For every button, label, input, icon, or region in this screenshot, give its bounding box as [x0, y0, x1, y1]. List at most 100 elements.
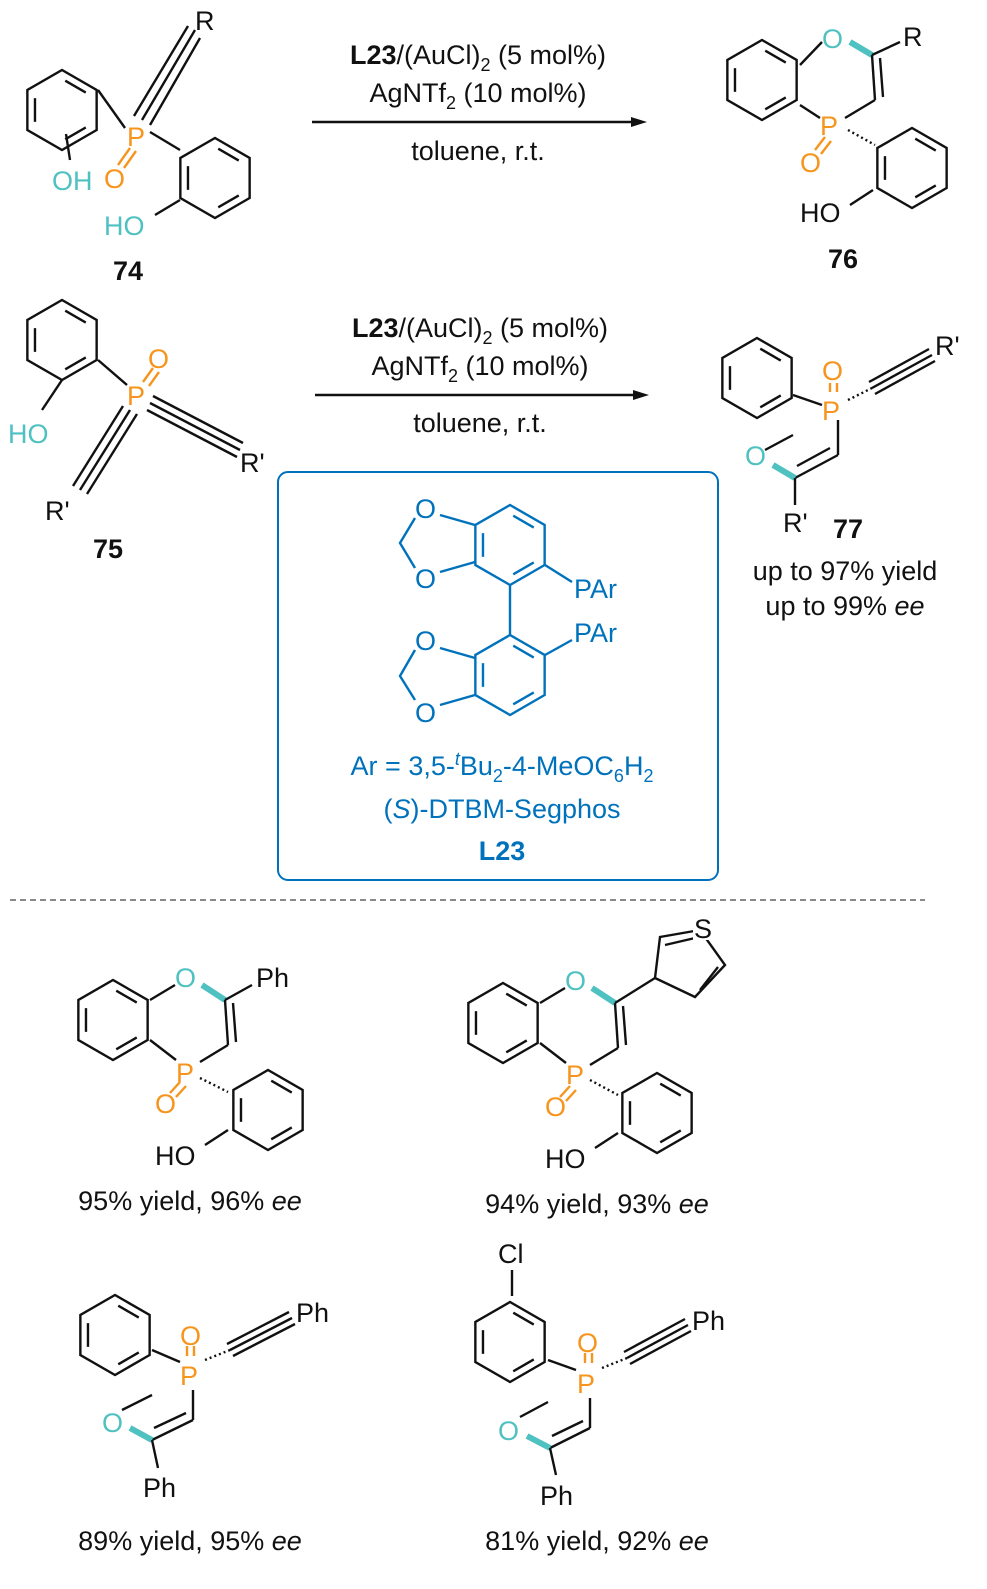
- oxide-oxygen: O: [577, 1328, 598, 1358]
- hydroxyl-label: HO: [8, 419, 49, 449]
- reaction1-conditions: L23/(AuCl)2 (5 mol%) AgNTf2 (10 mol%) to…: [312, 40, 647, 166]
- ring-oxygen: O: [498, 1416, 519, 1446]
- oxide-oxygen: O: [155, 1089, 176, 1119]
- substrate-75: P O HO R' R' 75: [8, 344, 265, 564]
- substituent: Ph: [540, 1481, 573, 1511]
- aromatic-bond: [217, 147, 240, 162]
- benzene-ring: [721, 336, 793, 420]
- compound-label: 75: [93, 534, 123, 564]
- benzene-ring: [474, 503, 546, 587]
- r-group: R: [903, 22, 923, 52]
- oxide-oxygen: O: [545, 1092, 566, 1122]
- aromatic-bond: [764, 96, 787, 111]
- benzene-ring: [621, 1071, 693, 1155]
- oxide-oxygen: O: [822, 356, 843, 386]
- aromatic-bond: [64, 309, 87, 324]
- solvent-text: toluene, r.t.: [411, 136, 545, 166]
- ring-oxygen: O: [102, 1408, 123, 1438]
- benzene-ring: [467, 981, 539, 1065]
- yield-text: 89% yield, 95% ee: [78, 1526, 302, 1556]
- aromatic-bond: [512, 1311, 535, 1326]
- alkyne-substituent: Ph: [692, 1306, 725, 1336]
- aromatic-bond: [217, 194, 240, 209]
- phosphorus-atom: P: [566, 1060, 584, 1090]
- aromatic-bond: [512, 691, 535, 706]
- ar-definition: Ar = 3,5-tBu2-4-MeOC6H2: [351, 749, 654, 786]
- aromatic-bond: [512, 514, 535, 529]
- example-4: Cl P O O Ph Ph 81% yield, 92% ee: [485, 1239, 725, 1556]
- benzene-ring: [232, 1068, 304, 1152]
- phosphorus-atom: P: [127, 381, 145, 411]
- aromatic-bond: [117, 1304, 140, 1319]
- example-2: S O P O HO 94% yield, 93% ee: [485, 912, 727, 1219]
- oxide-oxygen: O: [148, 344, 169, 374]
- compound-label: 74: [113, 256, 143, 286]
- oxide-oxygen: O: [800, 148, 821, 178]
- ligand-code: L23: [479, 836, 526, 866]
- phosphine-label: PAr: [574, 618, 617, 648]
- arrow-head: [631, 117, 647, 127]
- benzene-ring: [179, 136, 251, 220]
- substituent: Ph: [256, 963, 289, 993]
- compound-label: 77: [833, 514, 863, 544]
- r-group: R': [935, 331, 960, 361]
- arrow-head: [633, 390, 649, 400]
- hydroxyl-label: OH: [52, 166, 93, 196]
- benzene-ring: [26, 68, 98, 152]
- phosphorus-atom: P: [176, 1058, 194, 1088]
- oxide-oxygen: O: [104, 164, 125, 194]
- aromatic-bond: [914, 184, 937, 199]
- oxide-oxygen: O: [180, 1321, 201, 1351]
- hydroxyl-label: HO: [545, 1144, 586, 1174]
- aromatic-bond: [659, 1082, 682, 1097]
- hydroxyl-label: HO: [104, 211, 145, 241]
- aromatic-bond: [759, 347, 782, 362]
- benzene-ring: [26, 298, 98, 382]
- hydroxyl-label: HO: [800, 198, 841, 228]
- aromatic-bond: [505, 1039, 528, 1054]
- aromatic-bond: [270, 1126, 293, 1141]
- yield-text: 95% yield, 96% ee: [78, 1186, 302, 1216]
- aromatic-bond: [759, 394, 782, 409]
- example-1: O Ph P O HO 95% yield, 96% ee: [78, 963, 302, 1216]
- r-group: R': [240, 448, 265, 478]
- aromatic-bond: [64, 126, 87, 141]
- product-76: O R P O HO 76: [799, 22, 923, 274]
- benzene-ring: [726, 38, 798, 122]
- yield-text: up to 97% yield: [753, 556, 938, 586]
- ligand-oxygen: O: [415, 698, 436, 728]
- ring-oxygen: O: [745, 441, 766, 471]
- aromatic-bond: [505, 992, 528, 1007]
- ring-oxygen: O: [175, 963, 196, 993]
- yield-text: 94% yield, 93% ee: [485, 1189, 709, 1219]
- benzene-ring: [77, 978, 149, 1062]
- solvent-text: toluene, r.t.: [413, 408, 547, 438]
- r-group: R': [783, 508, 808, 538]
- phosphine-label: PAr: [574, 574, 617, 604]
- benzene-ring: [876, 126, 948, 210]
- substrate-74: R P O OH HO 74: [52, 6, 215, 286]
- phosphorus-atom: P: [822, 396, 840, 426]
- phosphorus-atom: P: [820, 111, 838, 141]
- aromatic-bond: [512, 561, 535, 576]
- ligand-oxygen: O: [415, 626, 436, 656]
- additive-text: AgNTf2 (10 mol%): [371, 351, 588, 386]
- aromatic-bond: [117, 1351, 140, 1366]
- compound-label: 76: [828, 244, 858, 274]
- alkyne-substituent: Ph: [296, 1298, 329, 1328]
- substituent: Ph: [143, 1473, 176, 1503]
- ring-oxygen: O: [565, 966, 586, 996]
- yield-text: 81% yield, 92% ee: [485, 1526, 709, 1556]
- aromatic-bond: [512, 644, 535, 659]
- phosphorus-atom: P: [180, 1361, 198, 1391]
- aromatic-bond: [659, 1129, 682, 1144]
- sulfur-atom: S: [694, 914, 712, 944]
- ligand-name: (S)-DTBM-Segphos: [383, 794, 620, 824]
- aromatic-bond: [115, 989, 138, 1004]
- additive-text: AgNTf2 (10 mol%): [369, 78, 586, 113]
- reaction2-conditions: L23/(AuCl)2 (5 mol%) AgNTf2 (10 mol%) to…: [315, 313, 649, 438]
- ligand-box: O O O O PAr PAr Ar = 3,5-tBu2-4-MeOC6H2 …: [277, 471, 719, 881]
- phosphorus-atom: P: [577, 1369, 595, 1399]
- benzene-ring: [474, 633, 546, 717]
- chloro-substituent: Cl: [498, 1239, 524, 1269]
